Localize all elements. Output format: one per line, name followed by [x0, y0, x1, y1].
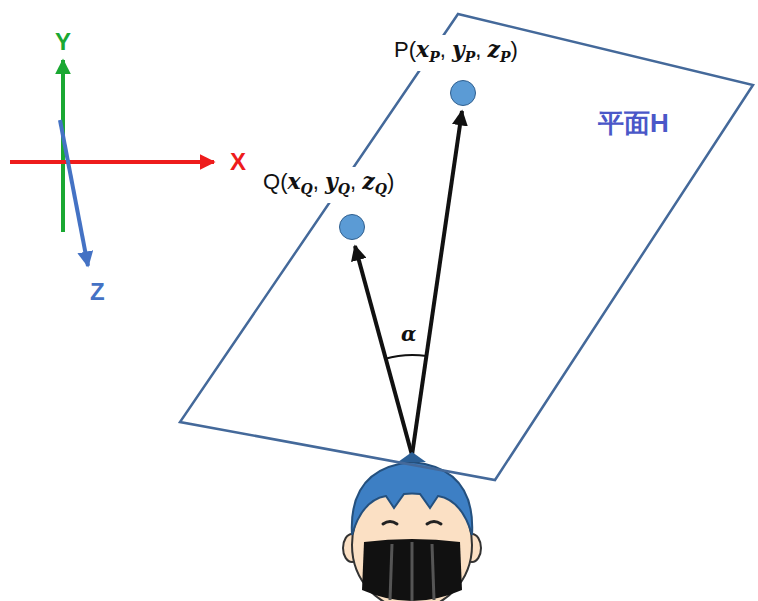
text-run: P	[394, 37, 409, 62]
text-run: )	[387, 169, 394, 194]
view-arrow	[412, 111, 462, 455]
math-variable: z	[488, 36, 501, 62]
math-variable: y	[452, 36, 465, 62]
point-marker: Q(xQ, yQ, zQ)	[339, 214, 365, 240]
text-run: (	[409, 37, 416, 62]
text-run: Q	[263, 169, 280, 194]
axis-label: Z	[90, 278, 105, 306]
text-run: ,	[313, 169, 319, 194]
axis-label: X	[230, 148, 246, 176]
subscript: Q	[301, 181, 313, 197]
plane-region: 平面HP(xP, yP, zP)Q(xQ, yQ, zQ)	[178, 12, 756, 484]
text-run: (	[280, 169, 287, 194]
plane-outline	[180, 14, 753, 480]
math-variable: x	[416, 36, 429, 62]
subscript: Q	[338, 181, 350, 197]
axis-label: Y	[55, 28, 71, 56]
text-run: )	[511, 37, 518, 62]
text-run: ,	[440, 37, 446, 62]
z-axis	[60, 120, 88, 266]
subscript: P	[500, 49, 511, 65]
plane-label: 平面H	[598, 106, 669, 141]
math-variable: y	[325, 168, 338, 194]
text-run	[356, 169, 362, 194]
text-run: ,	[350, 169, 356, 194]
subscript: P	[429, 49, 440, 65]
math-variable: x	[287, 168, 300, 194]
angle-arc	[385, 355, 427, 359]
text-run	[319, 169, 325, 194]
text-run	[446, 37, 452, 62]
point-label: P(xP, yP, zP)	[391, 35, 521, 71]
text-run: ,	[475, 37, 481, 62]
angle-label: α	[401, 322, 416, 346]
view-arrow	[355, 246, 412, 455]
x-axis	[10, 160, 214, 164]
subscript: Q	[375, 181, 387, 197]
point-label: Q(xQ, yQ, zQ)	[260, 167, 397, 203]
math-variable: z	[362, 168, 375, 194]
point-marker: P(xP, yP, zP)	[450, 80, 476, 106]
subscript: P	[465, 49, 476, 65]
text-run	[481, 37, 487, 62]
